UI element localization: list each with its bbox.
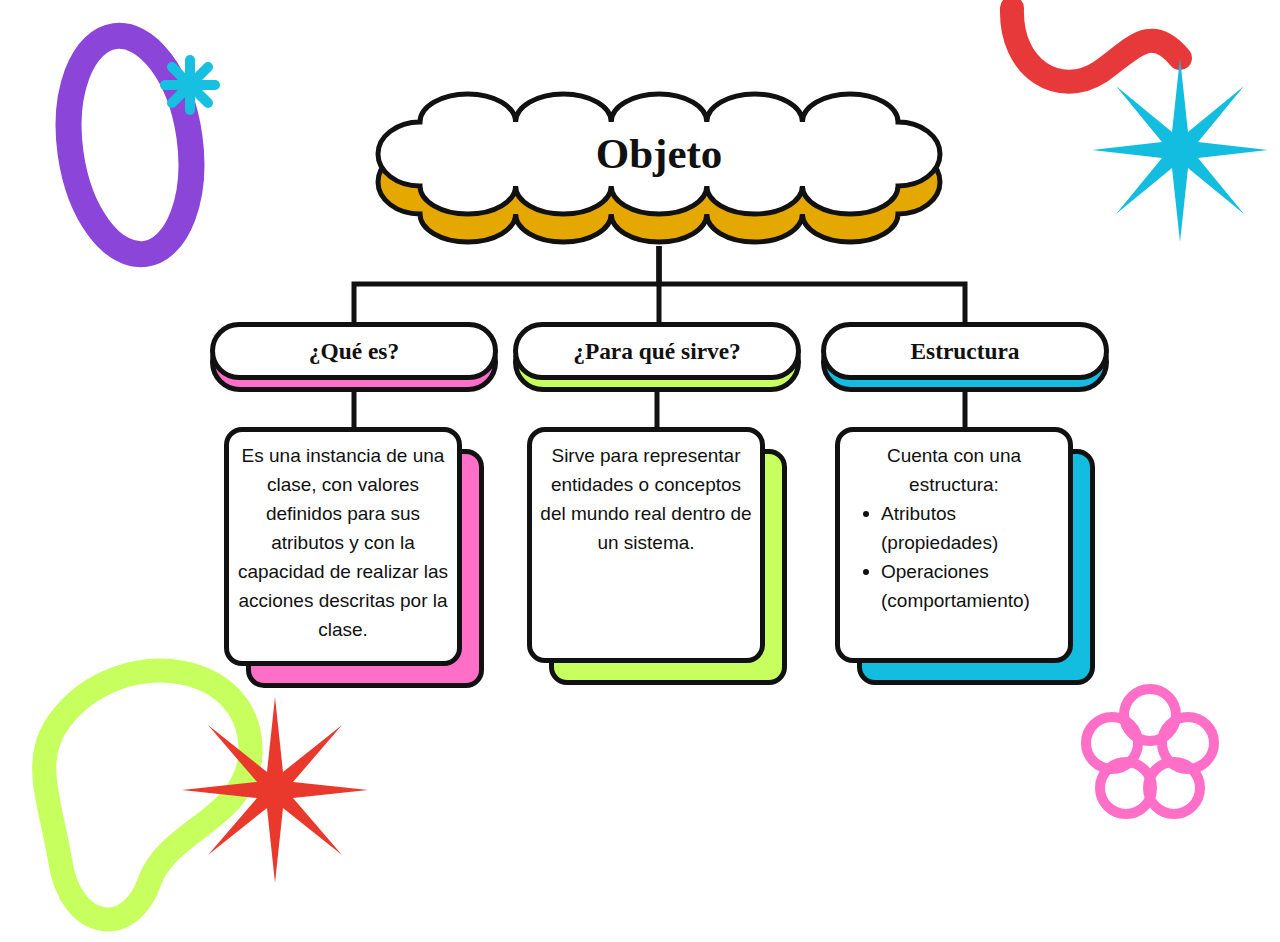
connector-line [354, 246, 659, 322]
connector-line [352, 392, 357, 427]
heading-text: ¿Para qué sirve? [513, 322, 801, 380]
connector-line [963, 392, 968, 427]
content-card: Sirve para representar entidades o conce… [527, 427, 787, 685]
bullet-dot [863, 511, 869, 517]
list-item: Operaciones (comportamiento) [859, 557, 1057, 615]
red-star [182, 697, 368, 883]
heading-pill: ¿Qué es? [210, 322, 498, 392]
heading-pill: Estructura [821, 322, 1109, 392]
red-squiggle [1012, 8, 1180, 82]
diagram-title: Objeto [378, 90, 940, 178]
connector-line [655, 392, 660, 427]
list-item: Atributos (propiedades) [859, 499, 1057, 557]
content-card: Cuenta con una estructura:Atributos (pro… [835, 427, 1095, 685]
card-content: Cuenta con una estructura:Atributos (pro… [835, 427, 1073, 627]
card-content: Es una instancia de una clase, con valor… [224, 427, 462, 656]
body-text: Es una instancia de una clase, con valor… [236, 441, 450, 644]
content-card: Es una instancia de una clase, con valor… [224, 427, 484, 688]
green-blob [44, 671, 250, 920]
bullet-dot [863, 569, 869, 575]
title-cloud: Objeto [378, 90, 940, 246]
cyan-star [1092, 58, 1268, 242]
body-text: Cuenta con una estructura: [859, 441, 1057, 499]
heading-text: Estructura [821, 322, 1109, 380]
purple-ring [55, 28, 204, 263]
pink-flower [1086, 689, 1214, 814]
body-text: Sirve para representar entidades o conce… [539, 441, 753, 557]
cyan-asterisk [165, 60, 215, 110]
heading-pill: ¿Para qué sirve? [513, 322, 801, 392]
card-content: Sirve para representar entidades o conce… [527, 427, 765, 569]
connector-line [659, 246, 965, 322]
heading-text: ¿Qué es? [210, 322, 498, 380]
